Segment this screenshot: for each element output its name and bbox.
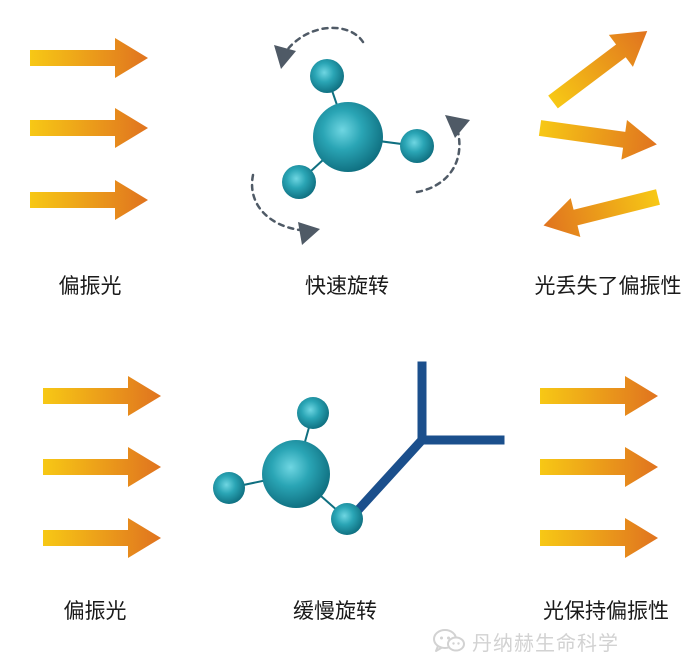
molecule-atom: [400, 129, 434, 163]
retained-polarization-arrows: [540, 376, 658, 558]
label-fast-rotation: 快速旋转: [305, 274, 389, 298]
rotation-arrow-head: [298, 222, 320, 245]
light-arrow: [540, 518, 658, 558]
label-light-loses-polarization: 光丢失了偏振性: [534, 274, 682, 298]
watermark-text: 丹纳赫生命科学: [472, 630, 619, 655]
polarized-light-arrows-top: [30, 38, 148, 220]
light-arrow: [43, 376, 161, 416]
molecule-core: [313, 102, 383, 172]
fast-rotating-molecule: [250, 26, 470, 245]
rotation-arrow-head: [445, 115, 470, 138]
label-slow-rotation: 缓慢旋转: [293, 599, 377, 623]
rotation-arc: [250, 173, 302, 232]
light-arrow: [30, 108, 148, 148]
slow-rotating-molecule: [213, 361, 505, 535]
molecule-atom: [282, 165, 316, 199]
light-arrow: [538, 177, 663, 245]
label-polarized-light-bottom: 偏振光: [63, 599, 127, 623]
light-arrow: [540, 447, 658, 487]
wechat-icon: [433, 629, 465, 652]
light-arrow: [43, 518, 161, 558]
watermark: 丹纳赫生命科学: [432, 626, 619, 656]
light-arrow: [540, 376, 658, 416]
light-arrow: [537, 108, 660, 165]
molecule-atom: [297, 397, 329, 429]
label-light-keeps-polarization: 光保持偏振性: [543, 599, 669, 623]
rotation-arc: [285, 26, 365, 52]
light-arrow: [43, 447, 161, 487]
molecule-atom: [310, 59, 344, 93]
rotation-arc: [415, 130, 461, 194]
molecule-atom: [213, 472, 245, 504]
label-polarized-light-top: 偏振光: [58, 274, 122, 298]
depolarized-light-arrows: [537, 15, 663, 245]
light-arrow: [30, 180, 148, 220]
antibody: [342, 361, 505, 527]
molecule-core: [262, 440, 330, 508]
light-arrow: [30, 38, 148, 78]
polarized-light-arrows-bottom: [43, 376, 161, 558]
light-arrow: [540, 15, 660, 118]
rotation-arrow-head: [274, 45, 296, 69]
molecule-atom: [331, 503, 363, 535]
